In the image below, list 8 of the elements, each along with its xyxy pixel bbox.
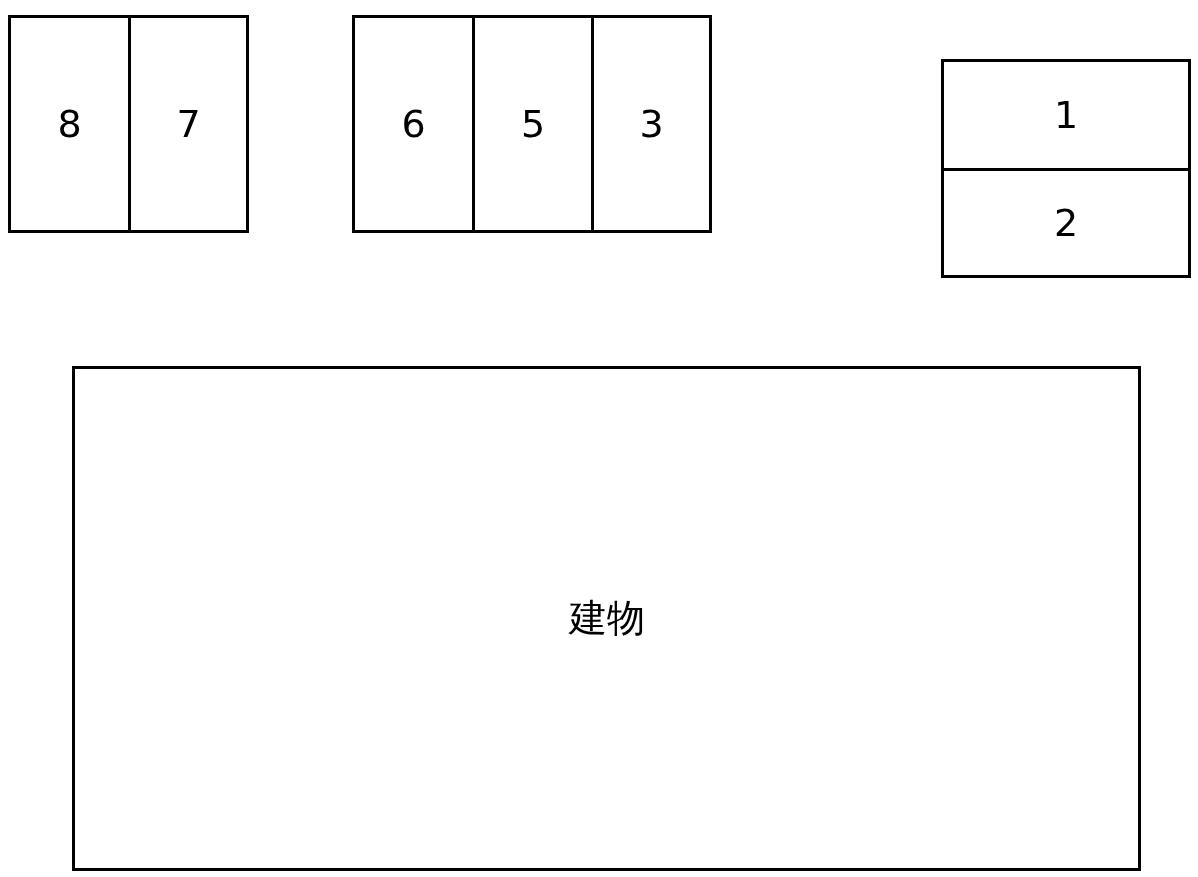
parking-space: 6: [352, 15, 475, 233]
parking-space: 3: [591, 15, 712, 233]
parking-space: 5: [472, 15, 594, 233]
parking-space: 2: [941, 168, 1191, 278]
building-outline: 建物: [72, 366, 1141, 871]
parking-space: 8: [8, 15, 131, 233]
parking-space: 7: [128, 15, 249, 233]
parking-space: 1: [941, 59, 1191, 171]
